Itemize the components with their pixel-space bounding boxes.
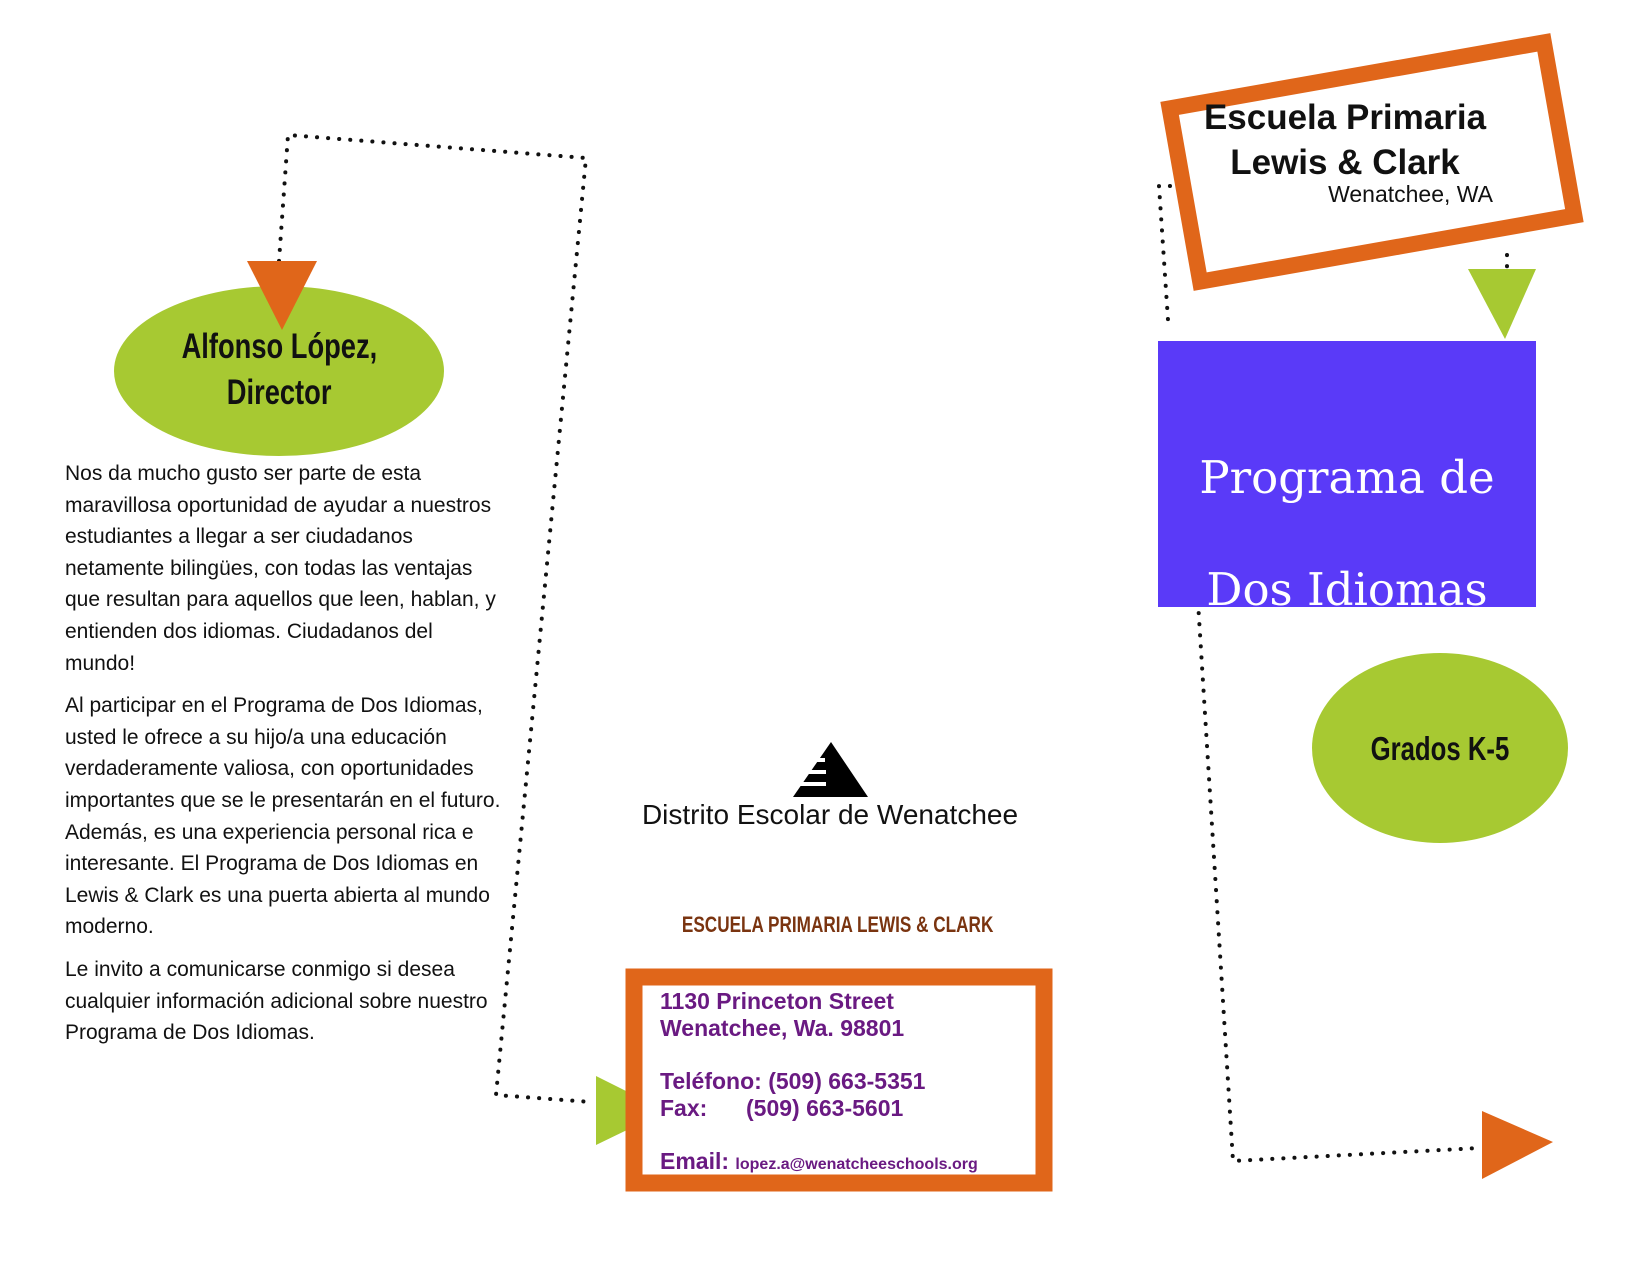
director-letter: Nos da mucho gusto ser parte de esta mar… [65,458,505,1060]
address-box-frame [625,968,1053,1192]
letter-paragraph: Al participar en el Programa de Dos Idio… [65,694,501,939]
fax-row: Fax: (509) 663-5601 [660,1095,978,1122]
program-title-line1: Programa de [1199,451,1495,504]
director-name: Alfonso López, Director [114,324,444,416]
street: 1130 Princeton Street [660,988,894,1014]
contact-heading: ESCUELA PRIMARIA LEWIS & CLARK [600,912,1075,938]
letter-paragraph: Nos da mucho gusto ser parte de esta mar… [65,462,496,675]
email-row: Email: lopez.a@wenatcheeschools.org [660,1148,978,1178]
letter-paragraph: Le invito a comunicarse conmigo si desea… [65,957,488,1045]
grades-label: Grados K-5 [1312,730,1568,768]
school-name-line2: Lewis & Clark [1230,143,1460,182]
phone-label: Teléfono: [660,1068,762,1094]
pyramid-logo-icon [788,742,868,797]
dotted-path-top-right [1156,184,1172,322]
email-link[interactable]: lopez.a@wenatcheeschools.org [735,1156,978,1173]
grades-ellipse [1312,653,1568,843]
school-name-frame [1160,33,1584,291]
dotted-path-left [277,132,593,1104]
phone-value: (509) 663-5351 [768,1068,926,1094]
city: Wenatchee, Wa. 98801 [660,1015,905,1041]
program-title-line2: Dos Idiomas [1206,563,1488,616]
school-name-line1: Escuela Primaria [1203,98,1487,137]
director-title-line: Director [226,373,332,412]
contact-details: 1130 Princeton Street Wenatchee, Wa. 988… [660,988,978,1178]
school-city: Wenatchee, WA [1328,181,1493,207]
fax-value: (509) 663-5601 [746,1095,904,1121]
fax-label: Fax: [660,1095,708,1121]
orange-arrow-down-icon [247,261,317,330]
orange-arrow-right-icon [1482,1111,1553,1179]
contact-heading-text: ESCUELA PRIMARIA LEWIS & CLARK [681,912,994,937]
green-arrow-down-icon [1468,269,1536,339]
program-title-box [1158,341,1536,607]
district-name: Distrito Escolar de Wenatchee [641,799,1019,830]
grades-text: Grados K-5 [1370,730,1510,767]
director-ellipse [114,286,444,456]
school-name-block: Escuela Primaria Lewis & Clark Wenatchee… [1175,95,1515,208]
director-name-line: Alfonso López, [181,327,377,366]
email-label: Email: [660,1148,730,1174]
program-title: Programa de Dos Idiomas [1158,341,1536,616]
phone-row: Teléfono: (509) 663-5351 [660,1068,978,1095]
